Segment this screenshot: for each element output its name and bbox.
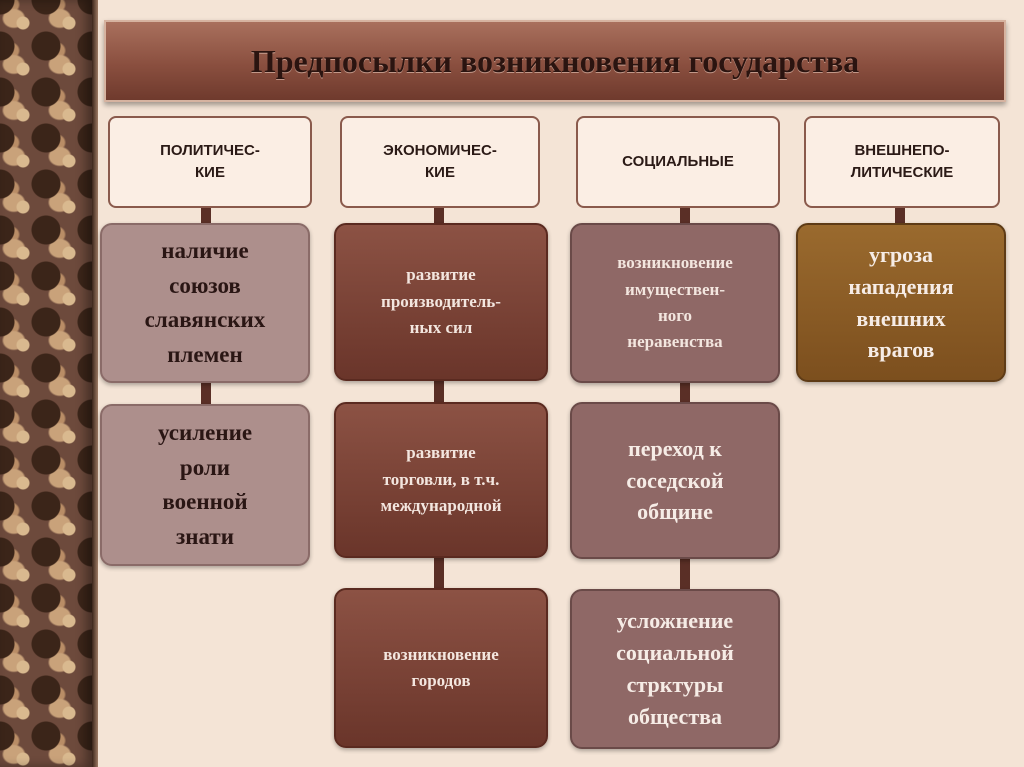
connector-line bbox=[680, 380, 690, 404]
connector-line bbox=[895, 205, 905, 225]
item-box: развитие торговли, в т.ч. международной bbox=[334, 402, 548, 558]
connector-line bbox=[434, 555, 444, 589]
title-banner: Предпосылки возникновения государства bbox=[104, 20, 1006, 102]
connector-line bbox=[680, 205, 690, 225]
connector-line bbox=[434, 205, 444, 225]
item-box: усиление роли военной знати bbox=[100, 404, 310, 566]
connector-line bbox=[680, 556, 690, 590]
page-title: Предпосылки возникновения государства bbox=[250, 42, 860, 79]
item-box: переход к соседской общине bbox=[570, 402, 780, 559]
connector-line bbox=[201, 380, 211, 406]
item-box: развитие производитель- ных сил bbox=[334, 223, 548, 381]
decorative-ornament-border bbox=[0, 0, 92, 767]
connector-line bbox=[201, 205, 211, 225]
item-box: возникновение имуществен- ного неравенст… bbox=[570, 223, 780, 383]
ornament-edge bbox=[92, 0, 98, 767]
category-header-economic: ЭКОНОМИЧЕС- КИЕ bbox=[340, 116, 540, 208]
item-box: наличие союзов славянских племен bbox=[100, 223, 310, 383]
connector-line bbox=[434, 378, 444, 404]
category-header-political: ПОЛИТИЧЕС- КИЕ bbox=[108, 116, 312, 208]
item-box: усложнение социальной стрктуры общества bbox=[570, 589, 780, 749]
category-header-social: СОЦИАЛЬНЫЕ bbox=[576, 116, 780, 208]
item-box: возникновение городов bbox=[334, 588, 548, 748]
category-header-foreign-policy: ВНЕШНЕПО- ЛИТИЧЕСКИЕ bbox=[804, 116, 1000, 208]
item-box: угроза нападения внешних врагов bbox=[796, 223, 1006, 382]
